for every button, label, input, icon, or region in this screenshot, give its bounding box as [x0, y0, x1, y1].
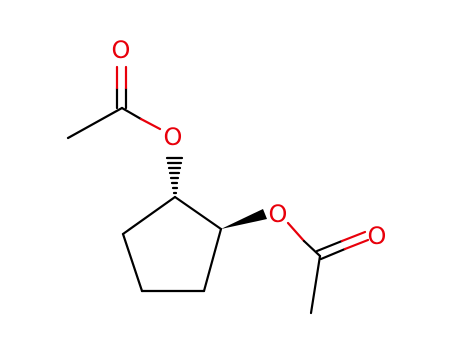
carbonyl-bond-right-o1 [340, 230, 367, 243]
ring-bond-c4-c5 [121, 232, 144, 293]
atom-label-o-carbonyl-right: O [368, 222, 387, 250]
ring-bond-c2-c3 [202, 227, 223, 293]
atom-label-o-ester-right: O [269, 200, 288, 228]
ring-bond-c5-c1 [121, 195, 177, 236]
hashed-wedge-bond [165, 156, 184, 195]
carbonyl-bond-right-c1 [315, 239, 344, 253]
ester-bond-right-o [286, 221, 306, 243]
carbonyl-bond-right-o2 [343, 238, 370, 251]
solid-wedge-bond [221, 209, 267, 229]
methyl-bond-right [309, 254, 322, 315]
ester-bond-top-c [120, 106, 143, 121]
methyl-bond-top [66, 106, 124, 140]
atom-label-o-carbonyl-top: O [112, 36, 131, 64]
ester-bond-right-c [302, 239, 322, 258]
carbonyl-bond-right-c2 [319, 247, 347, 261]
ring-bond-c1-c2 [173, 195, 223, 231]
atom-label-o-ester-top: O [164, 123, 183, 151]
ester-bond-top-o [139, 117, 162, 131]
